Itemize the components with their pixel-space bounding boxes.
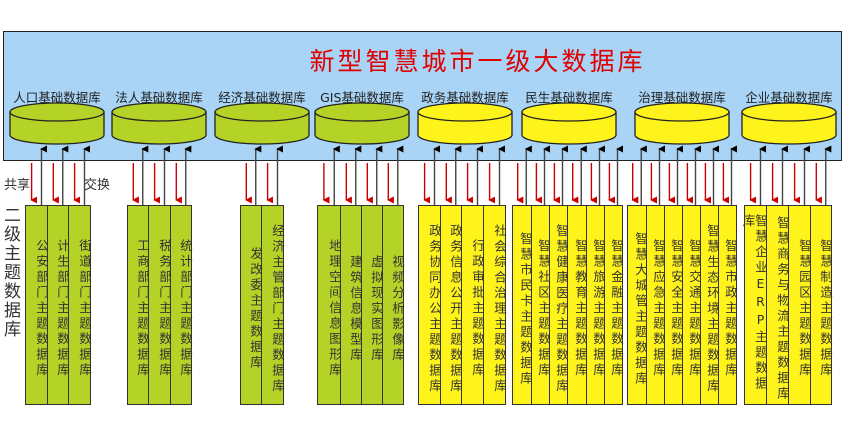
db-label: 治理基础数据库 [638,90,726,105]
theme-database-column: 智慧制造主题数据库 [810,205,833,405]
theme-database-column: 智慧应急主题数据库 [646,205,666,405]
level2-label: 二级主题数据库 [0,206,20,339]
theme-database-column: 视频分析影像库 [382,205,405,405]
db-label: 法人基础数据库 [115,90,203,105]
theme-database-column: 行政审批主题数据库 [461,205,485,405]
theme-database-column: 计生部门主题数据库 [47,205,70,405]
database-cylinder-icon [741,102,837,145]
theme-database-column: 公安部门主题数据库 [25,205,49,405]
theme-database-column: 智慧社区主题数据库 [531,205,551,405]
theme-database-column: 建筑信息模型库 [340,205,363,405]
theme-database-column: 智慧大城管主题数据库 [627,205,648,405]
share-label: 共享 [4,178,31,193]
theme-database-column: 智慧教育主题数据库 [567,205,588,405]
database-cylinder-icon [634,102,730,145]
theme-database-column: 智慧生态环境主题数据库 [700,205,720,405]
db-label: 民生基础数据库 [525,90,613,105]
theme-database-column: 智慧健康医疗主题数据库 [549,205,569,405]
database-cylinder-icon [314,102,410,145]
db-label: GIS基础数据库 [320,90,404,105]
theme-database-column: 智慧旅游主题数据库 [586,205,606,405]
theme-database-column: 智慧园区主题数据库 [788,205,812,405]
database-cylinder-icon [417,102,513,145]
theme-database-column: 政务信息公开主题数据库 [440,205,463,405]
theme-database-column: 政务协同办公主题数据库 [418,205,442,405]
diagram-title: 新型智慧城市一级大数据库 [309,47,646,76]
theme-database-column: 街道部门主题数据库 [68,205,92,405]
theme-database-column: 智慧商务与物流主题数据库 [766,205,790,405]
theme-database-column: 智慧交通主题数据库 [682,205,702,405]
theme-database-column: 智慧市民卡主题数据库 [512,205,533,405]
db-label: 政务基础数据库 [421,90,509,105]
theme-database-column: 统计部门主题数据库 [170,205,193,405]
database-cylinder-icon [214,102,310,145]
theme-database-column: 发改委主题数据库 [240,205,263,405]
db-label: 经济基础数据库 [218,90,306,105]
theme-database-column: 社会综合治理主题数据库 [483,205,507,405]
theme-database-column: 税务部门主题数据库 [148,205,172,405]
db-label: 企业基础数据库 [745,90,833,105]
theme-database-column: 智慧金融主题数据库 [604,205,624,405]
exchange-label: 交换 [84,178,111,193]
database-cylinder-icon [521,102,617,145]
theme-database-column: 虚拟现实图形库 [361,205,384,405]
theme-database-column: 智慧安全主题数据库 [664,205,684,405]
theme-database-column: 工商部门主题数据库 [127,205,150,405]
theme-database-column: 经济主管部门主题数据库 [261,205,285,405]
theme-database-column: 地理空间信息图形库 [317,205,342,405]
theme-database-column: 智慧市政主题数据库 [718,205,738,405]
theme-database-column: 智慧企业ERP主题数据库 [741,205,768,405]
database-cylinder-icon [111,102,207,145]
db-label: 人口基础数据库 [13,90,101,105]
database-cylinder-icon [9,102,105,145]
